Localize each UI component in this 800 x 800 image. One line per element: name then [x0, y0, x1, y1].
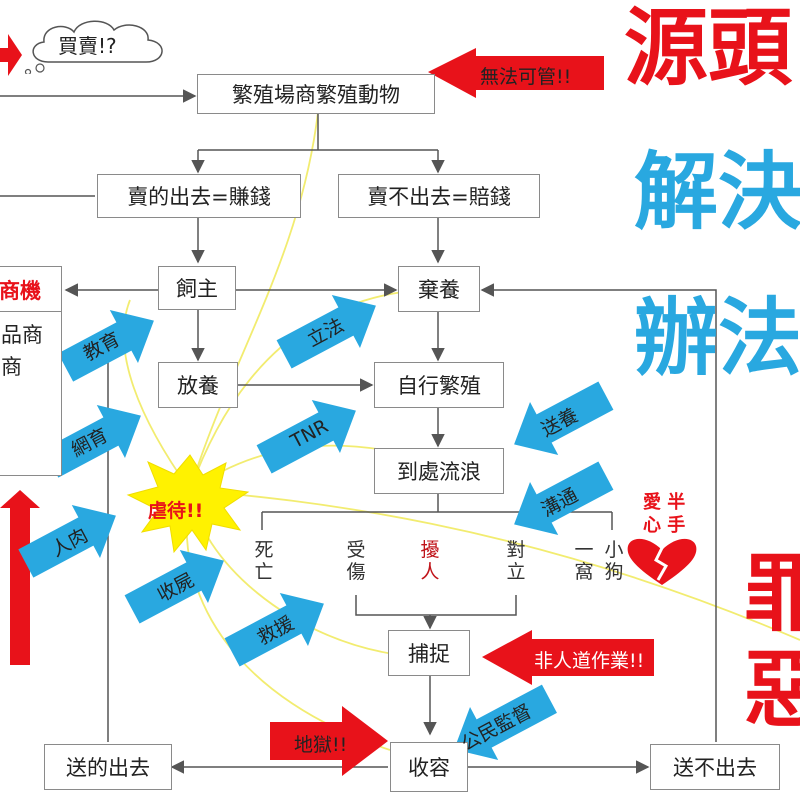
business-title: 商機 — [0, 279, 41, 303]
abuse-label: 虐待!! — [148, 500, 204, 522]
node-not-adopted: 送不出去 — [650, 744, 780, 790]
node-owner: 飼主 — [158, 266, 236, 310]
cloud-text: 買賣!? — [58, 34, 117, 58]
blue-arrow-supervision — [454, 684, 557, 760]
big-text-solve: 解決 — [634, 143, 800, 241]
node-shelter: 收容 — [390, 742, 468, 792]
label-inhumane: 非人道作業!! — [534, 650, 645, 672]
red-arrow-uncontrollable — [428, 48, 604, 98]
node-breeder: 繁殖場商繁殖動物 — [197, 74, 435, 114]
blue-arrow-legislation — [276, 295, 376, 369]
trade-cloud — [24, 20, 163, 74]
red-arrow-top-left — [0, 34, 22, 76]
node-free-roam: 放養 — [158, 362, 238, 408]
big-text-method: 辦法 — [634, 289, 800, 387]
label-uncontrollable: 無法可管!! — [480, 66, 572, 88]
node-adopted-out: 送的出去 — [44, 744, 172, 790]
red-arrows — [0, 34, 654, 776]
big-text-crime: 罪 — [744, 545, 800, 643]
blue-arrow-communicate — [514, 461, 614, 535]
blue-arrow-online — [43, 405, 141, 478]
outcome-death: 死亡 — [254, 539, 274, 583]
node-self-breed: 自行繁殖 — [374, 362, 504, 408]
blue-arrow-meat — [18, 505, 116, 578]
broken-heart-icon — [627, 538, 697, 585]
red-arrow-inhumane — [482, 630, 654, 685]
outcome-injured: 受傷 — [346, 539, 366, 583]
big-text-source: 源頭 — [624, 0, 793, 97]
big-text-evil: 惡 — [744, 641, 800, 739]
red-arrow-left-vertical — [0, 490, 40, 665]
outcome-conflict: 對立 — [506, 539, 526, 583]
half-heart-line1: 愛 半 — [643, 492, 686, 513]
node-abandon: 棄養 — [398, 266, 480, 312]
blue-arrow-rescue — [224, 593, 324, 667]
node-catch: 捕捉 — [388, 630, 470, 676]
node-unsold: 賣不出去=賠錢 — [338, 174, 540, 218]
blue-arrow-tnr — [256, 400, 356, 474]
outcome-litter-b: 小狗 — [604, 539, 624, 583]
half-heart-line2: 心 手 — [643, 515, 686, 536]
abuse-starburst — [126, 454, 250, 554]
business-line2: 商 — [1, 355, 22, 379]
node-sold: 賣的出去=賺錢 — [97, 174, 301, 218]
outcome-litter-a: 一窩 — [574, 539, 594, 583]
node-business-box: 商機 品商 商 — [0, 266, 62, 476]
node-stray: 到處流浪 — [374, 448, 504, 494]
business-line1: 品商 — [1, 323, 43, 347]
red-arrow-hell — [270, 706, 388, 776]
label-hell: 地獄!! — [294, 734, 348, 756]
blue-arrows — [18, 295, 614, 760]
blue-arrow-send-adopt — [514, 381, 614, 455]
blue-arrow-education — [58, 310, 154, 382]
outcome-disturb: 擾人 — [420, 539, 440, 583]
blue-arrow-collect-body — [124, 550, 224, 624]
